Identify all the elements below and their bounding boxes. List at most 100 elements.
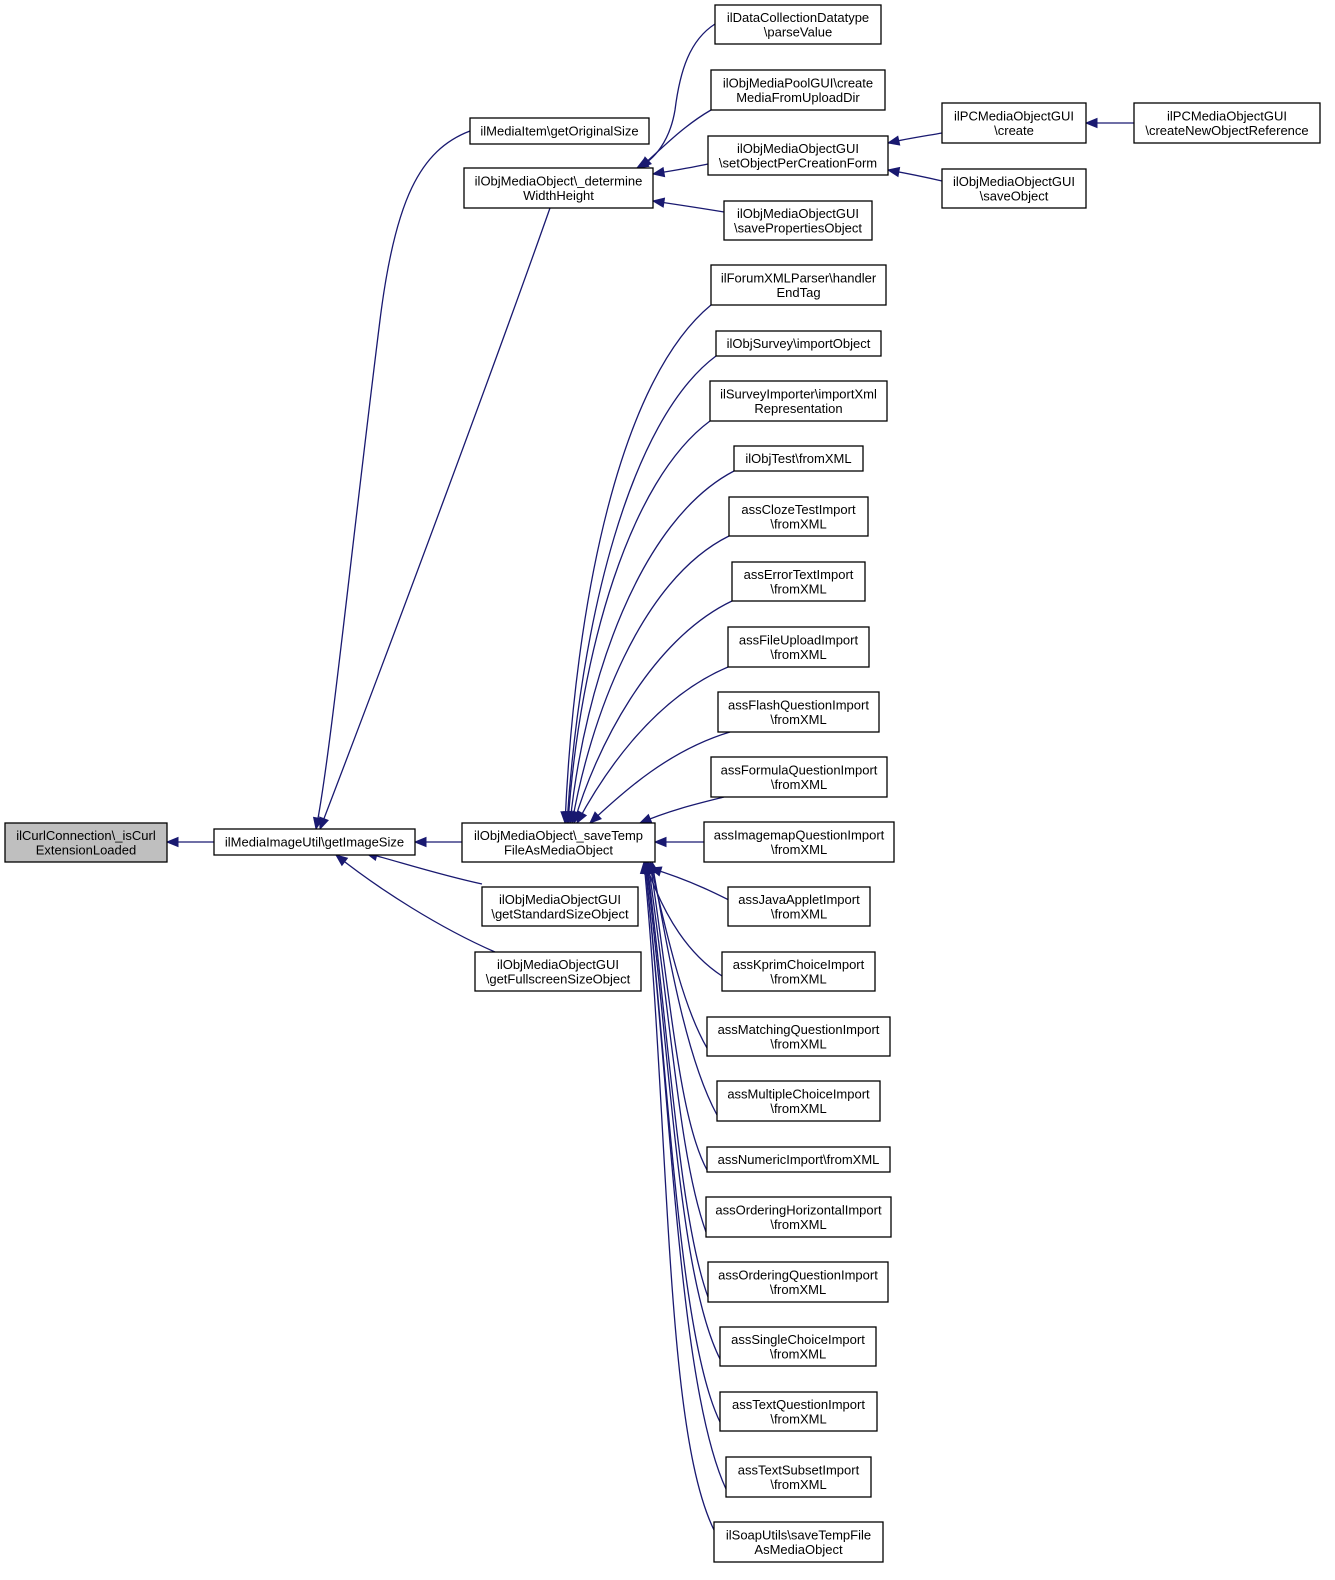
node-box[interactable] — [733, 445, 864, 472]
node-label-line: ilCurlConnection\_isCurl — [16, 828, 156, 843]
arrowhead-icon — [165, 836, 179, 848]
node-box[interactable] — [706, 1146, 891, 1173]
node-box[interactable] — [719, 1326, 877, 1367]
node-label-line: ilSoapUtils\saveTempFile — [726, 1527, 871, 1542]
edge-n34-to-n4 — [639, 860, 715, 1531]
node-label-line: ilForumXMLParser\handler — [721, 270, 877, 285]
node-box[interactable] — [731, 561, 866, 602]
node-box[interactable] — [463, 167, 654, 209]
graph-node-n1[interactable]: ilMediaImageUtil\getImageSize — [213, 828, 416, 856]
node-label-line: \fromXML — [770, 1101, 826, 1116]
graph-node-n7[interactable]: ilDataCollectionDatatype\parseValue — [714, 4, 882, 45]
node-box[interactable] — [707, 1261, 889, 1303]
node-box[interactable] — [710, 756, 888, 798]
node-box[interactable] — [715, 330, 882, 357]
node-box[interactable] — [719, 1391, 878, 1432]
edge-n4-to-n1 — [413, 836, 462, 848]
node-label-line: \fromXML — [770, 1346, 826, 1361]
arrowhead-icon — [413, 836, 427, 848]
edge-n33-to-n4 — [641, 860, 727, 1490]
graph-node-n4[interactable]: ilObjMediaObject\_saveTempFileAsMediaObj… — [461, 822, 656, 863]
node-box[interactable] — [713, 1521, 884, 1563]
edge-n7-to-n3 — [635, 23, 716, 169]
node-label-line: \fromXML — [770, 516, 826, 531]
edge-n12-to-n9 — [886, 166, 943, 182]
graph-node-n22[interactable]: assFormulaQuestionImport\fromXML — [710, 756, 888, 798]
graph-node-n6[interactable]: ilObjMediaObjectGUI\getFullscreenSizeObj… — [474, 951, 642, 992]
graph-node-n17[interactable]: ilObjTest\fromXML — [733, 445, 864, 472]
graph-node-n21[interactable]: assFlashQuestionImport\fromXML — [717, 691, 880, 733]
node-box[interactable] — [481, 886, 639, 927]
graph-node-n10[interactable]: ilObjMediaObjectGUI\savePropertiesObject — [723, 200, 873, 241]
edge-n9-to-n3 — [651, 163, 709, 178]
graph-node-n26[interactable]: assMatchingQuestionImport\fromXML — [706, 1016, 891, 1057]
node-box[interactable] — [706, 1016, 891, 1057]
node-label-line: AsMediaObject — [754, 1542, 843, 1557]
graph-node-n30[interactable]: assOrderingQuestionImport\fromXML — [707, 1261, 889, 1303]
node-box[interactable] — [941, 168, 1087, 209]
node-box[interactable] — [705, 1196, 892, 1238]
node-label-line: \getFullscreenSizeObject — [486, 971, 631, 986]
edge-n18-to-n4 — [568, 535, 730, 825]
graph-node-n18[interactable]: assClozeTestImport\fromXML — [728, 496, 869, 537]
node-box[interactable] — [461, 822, 656, 863]
node-label-line: assTextQuestionImport — [732, 1397, 865, 1412]
root-node-box[interactable] — [4, 822, 168, 863]
graph-node-n9[interactable]: ilObjMediaObjectGUI\setObjectPerCreation… — [707, 135, 889, 176]
node-box[interactable] — [941, 102, 1087, 144]
node-box[interactable] — [707, 135, 889, 176]
node-box[interactable] — [725, 1456, 872, 1498]
edge-line — [647, 861, 707, 1233]
node-label-line: ExtensionLoaded — [36, 842, 136, 857]
node-label-line: assFlashQuestionImport — [728, 697, 869, 712]
node-box[interactable] — [474, 951, 642, 992]
graph-node-n20[interactable]: assFileUploadImport\fromXML — [727, 626, 870, 668]
node-box[interactable] — [728, 496, 869, 537]
arrowhead-icon — [651, 166, 666, 178]
edge-line — [636, 23, 716, 169]
node-box[interactable] — [714, 4, 882, 45]
graph-node-n29[interactable]: assOrderingHorizontalImport\fromXML — [705, 1196, 892, 1238]
node-box[interactable] — [717, 691, 880, 733]
node-box[interactable] — [469, 117, 650, 145]
graph-node-n27[interactable]: assMultipleChoiceImport\fromXML — [716, 1080, 881, 1122]
node-box[interactable] — [710, 264, 887, 306]
node-box[interactable] — [727, 886, 871, 927]
graph-node-n25[interactable]: assKprimChoiceImport\fromXML — [721, 951, 876, 992]
graph-node-n11[interactable]: ilPCMediaObjectGUI\create — [941, 102, 1087, 144]
node-box[interactable] — [213, 828, 416, 856]
graph-node-n23[interactable]: assImagemapQuestionImport\fromXML — [703, 821, 895, 863]
graph-node-n15[interactable]: ilObjSurvey\importObject — [715, 330, 882, 357]
node-box[interactable] — [709, 380, 888, 422]
node-box[interactable] — [1133, 102, 1321, 144]
node-box[interactable] — [716, 1080, 881, 1122]
node-box[interactable] — [703, 821, 895, 863]
graph-node-n13[interactable]: ilPCMediaObjectGUI\createNewObjectRefere… — [1133, 102, 1321, 144]
node-label-line: assJavaAppletImport — [738, 892, 860, 907]
graph-node-n2[interactable]: ilMediaItem\getOriginalSize — [469, 117, 650, 145]
graph-node-n19[interactable]: assErrorTextImport\fromXML — [731, 561, 866, 602]
graph-node-n33[interactable]: assTextSubsetImport\fromXML — [725, 1456, 872, 1498]
graph-node-n12[interactable]: ilObjMediaObjectGUI\saveObject — [941, 168, 1087, 209]
graph-node-n24[interactable]: assJavaAppletImport\fromXML — [727, 886, 871, 927]
node-label-line: \fromXML — [771, 777, 827, 792]
graph-node-n5[interactable]: ilObjMediaObjectGUI\getStandardSizeObjec… — [481, 886, 639, 927]
edge-line — [319, 207, 551, 830]
node-box[interactable] — [710, 69, 886, 111]
node-box[interactable] — [727, 626, 870, 668]
edge-n15-to-n4 — [562, 355, 717, 825]
node-label-line: assImagemapQuestionImport — [714, 827, 885, 842]
arrowhead-icon — [886, 135, 901, 146]
graph-node-n8[interactable]: ilObjMediaPoolGUI\createMediaFromUploadD… — [710, 69, 886, 111]
node-box[interactable] — [723, 200, 873, 241]
graph-node-n28[interactable]: assNumericImport\fromXML — [706, 1146, 891, 1173]
node-label-line: \fromXML — [770, 712, 826, 727]
graph-node-n32[interactable]: assTextQuestionImport\fromXML — [719, 1391, 878, 1432]
node-box[interactable] — [721, 951, 876, 992]
graph-node-n31[interactable]: assSingleChoiceImport\fromXML — [719, 1326, 877, 1367]
